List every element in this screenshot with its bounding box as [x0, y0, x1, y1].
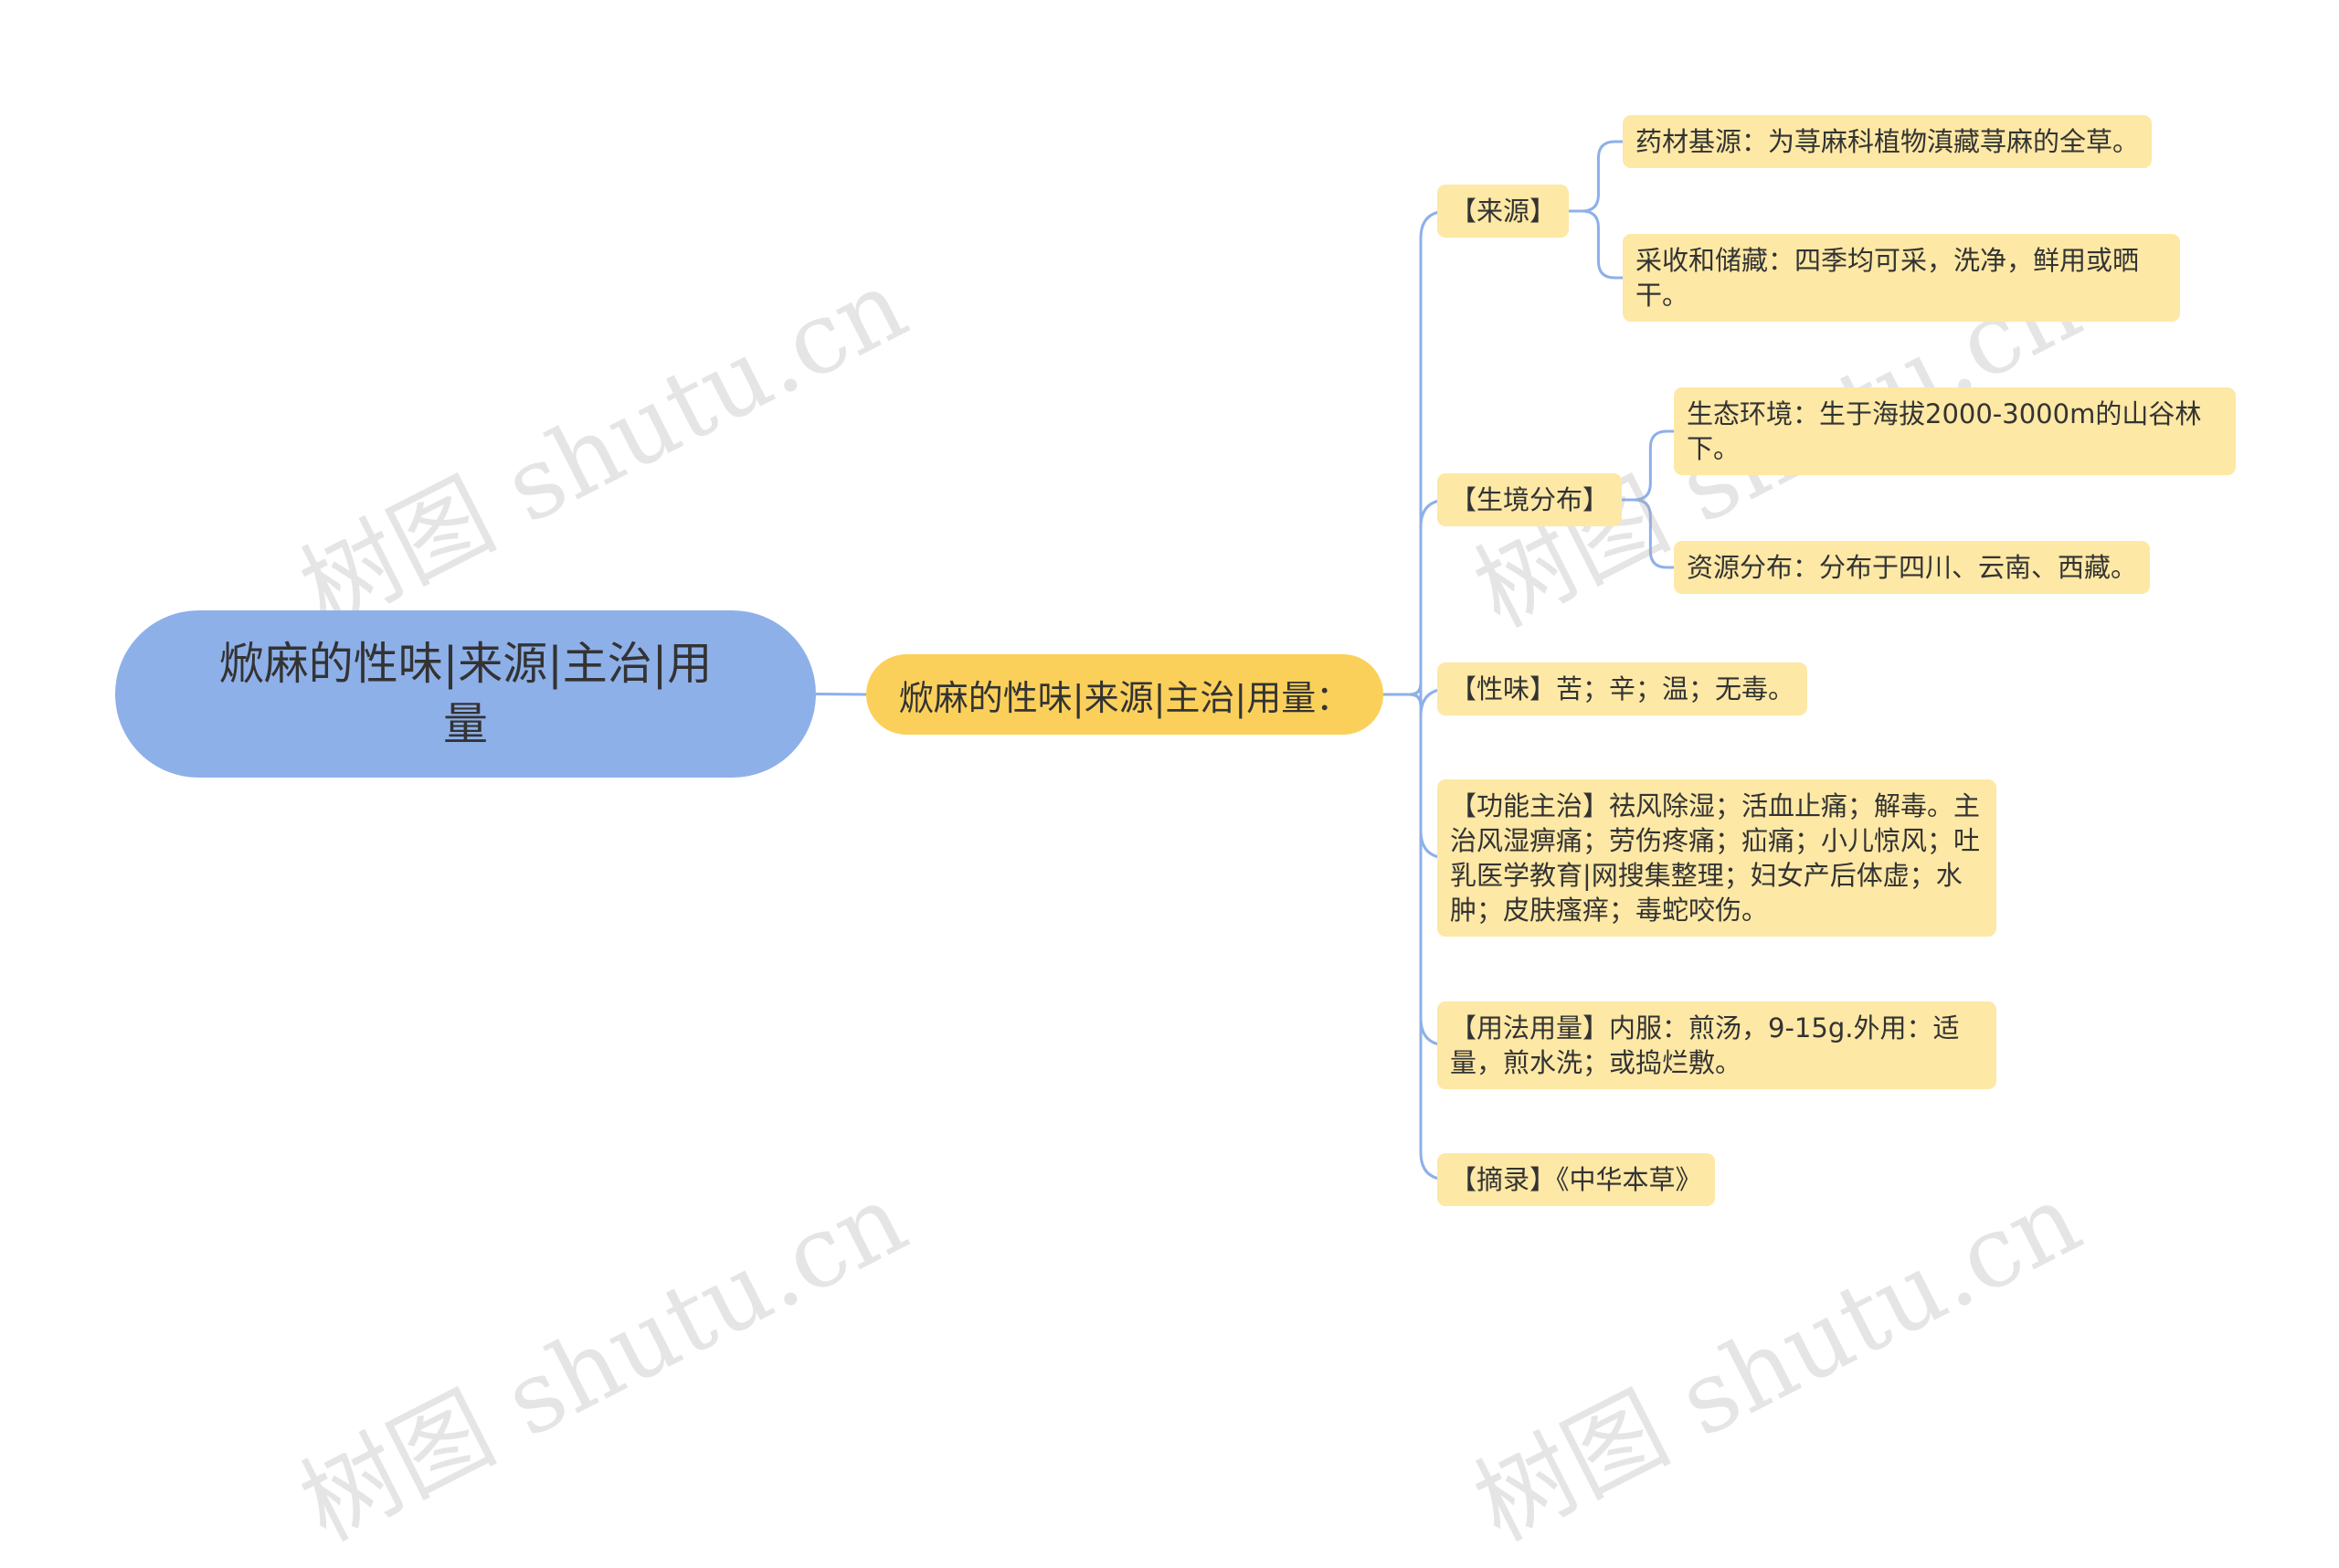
connector-branch-leaf	[1569, 209, 1623, 280]
branch-source[interactable]: 【来源】	[1437, 185, 1570, 238]
connector-branch-leaf	[1622, 429, 1674, 502]
connector-main-branch	[1383, 209, 1449, 696]
branch-excerpt[interactable]: 【摘录】《中华本草》	[1437, 1153, 1715, 1206]
connector-root-main	[815, 693, 867, 696]
branch-habitat-distribution[interactable]: 【生境分布】	[1437, 473, 1623, 526]
connector-lines	[815, 140, 1674, 1181]
leaf-resource-distribution[interactable]: 资源分布：分布于四川、云南、西藏。	[1674, 541, 2151, 594]
branch-usage-dosage[interactable]: 【用法用量】内服：煎汤，9-15g.外用：适量，煎水洗；或捣烂敷。	[1437, 1001, 1996, 1089]
root-topic[interactable]: 焮麻的性味|来源|主治|用量	[115, 610, 816, 778]
leaf-harvest-storage[interactable]: 采收和储藏：四季均可采，洗净，鲜用或晒干。	[1623, 234, 2180, 322]
branch-functions-indications[interactable]: 【功能主治】祛风除湿；活血止痛；解毒。主治风湿痹痛；劳伤疼痛；疝痛；小儿惊风；吐…	[1437, 779, 1996, 937]
leaf-ecology[interactable]: 生态环境：生于海拔2000-3000m的山谷林下。	[1674, 387, 2236, 475]
branch-nature-flavor[interactable]: 【性味】苦；辛；温；无毒。	[1437, 662, 1808, 715]
leaf-herb-origin[interactable]: 药材基源：为荨麻科植物滇藏荨麻的全草。	[1623, 115, 2153, 168]
connector-main-branch	[1383, 693, 1449, 1181]
connector-branch-leaf	[1569, 140, 1623, 213]
main-topic[interactable]: 焮麻的性味|来源|主治|用量：	[866, 654, 1383, 735]
mindmap-canvas: 树图 shutu.cn 树图 shutu.cn 树图 shutu.cn 树图 s…	[115, 115, 2236, 1563]
connector-branch-leaf	[1622, 498, 1674, 569]
